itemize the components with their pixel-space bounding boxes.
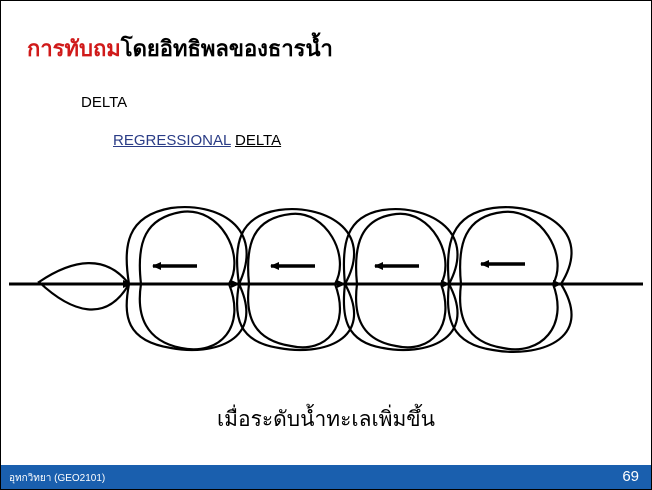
delta-lobe [247,212,341,349]
delta-lobe [446,206,573,353]
footer-course: อุทกวิทยา (GEO2101) [9,473,106,484]
slide-title: การทับถมโดยอิทธิพลของธารน้ำ [27,31,333,66]
page-number: 69 [622,468,639,485]
delta-lobe [138,210,236,351]
delta-lobe [37,262,131,311]
figure-caption: เมื่อระดับน้ำทะเลเพิ่มขึ้น [216,408,436,431]
delta-lobe [354,212,447,349]
delta-lobe [125,206,248,352]
title-rest: โดยอิทธิพลของธารน้ำ [120,36,333,61]
bullet-delta: DELTA [81,94,128,111]
title-highlight: การทับถม [27,36,121,61]
delta-text: DELTA [234,132,282,149]
regressional-link[interactable]: REGRESSIONAL [113,132,231,149]
bullet-regressional-delta: REGRESSIONAL DELTA [113,132,281,149]
footer-bar: อุทกวิทยา (GEO2101) 69 [1,465,651,489]
delta-lobe [459,210,559,351]
regressional-delta-diagram [9,206,643,353]
